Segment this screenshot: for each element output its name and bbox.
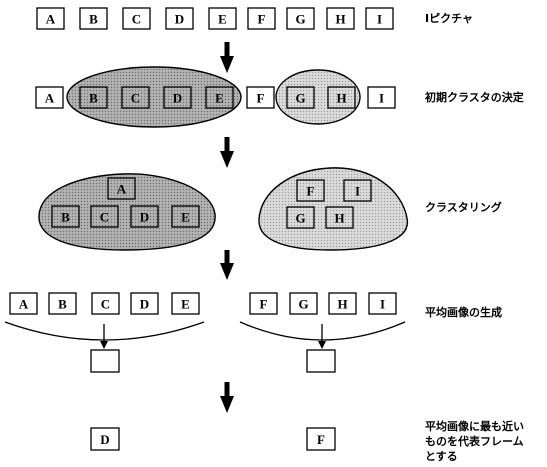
frame-label: A (19, 297, 29, 312)
row-i-pictures: A B C D E F G H I (36, 7, 394, 30)
small-arrow-icon (100, 324, 108, 349)
frame-label: G (295, 12, 305, 27)
frame-box: G (286, 206, 315, 229)
frame-label: A (117, 182, 127, 197)
frame-box: G (289, 292, 318, 315)
frame-box: F (246, 86, 275, 109)
average-image-box (306, 349, 336, 373)
frame-label: F (258, 12, 266, 27)
frame-label: H (335, 12, 345, 27)
frame-label: F (307, 184, 315, 199)
frame-label: D (173, 91, 182, 106)
frame-box: B (51, 205, 80, 228)
frame-box: I (365, 7, 394, 30)
frame-label: C (131, 91, 140, 106)
stage-label-average-image: 平均画像の生成 (425, 306, 502, 319)
frame-box: D (130, 205, 159, 228)
frame-label: F (260, 297, 268, 312)
frame-box: A (36, 7, 65, 30)
down-arrow-icon (220, 250, 234, 280)
frame-label: G (295, 91, 305, 106)
frame-label: I (377, 12, 382, 27)
frame-label: B (89, 91, 98, 106)
down-arrow-icon (220, 42, 234, 73)
frame-label: I (379, 91, 384, 106)
frame-box: H (325, 206, 354, 229)
frame-box: F (249, 292, 278, 315)
row-representative-frames: D F (90, 427, 336, 451)
frame-label: E (181, 210, 190, 225)
frame-box: E (205, 86, 234, 109)
frame-box: C (122, 7, 151, 30)
frame-box: B (79, 86, 108, 109)
frame-label: I (380, 297, 385, 312)
frame-box: I (367, 86, 396, 109)
frame-box: H (326, 7, 355, 30)
frame-box: E (171, 292, 200, 315)
frame-label: F (257, 91, 265, 106)
frame-box: D (165, 7, 194, 30)
frame-box: H (328, 292, 357, 315)
cluster-1-blob (38, 173, 216, 251)
small-arrow-icon (318, 324, 326, 349)
stage-label-clustering: クラスタリング (425, 201, 502, 214)
frame-box: I (343, 179, 372, 202)
stage-label-i-picture: Iピクチャ (425, 12, 473, 25)
frame-box: C (121, 86, 150, 109)
stage-label-initial-cluster: 初期クラスタの決定 (425, 91, 524, 104)
frame-box: G (286, 86, 315, 109)
representative-frame-label: D (100, 432, 109, 447)
frame-label: G (295, 211, 305, 226)
frame-label: B (89, 12, 98, 27)
frame-label: D (175, 12, 184, 27)
frame-box: B (79, 7, 108, 30)
frame-label: C (101, 297, 110, 312)
frame-box: H (327, 86, 356, 109)
frame-label: E (215, 91, 224, 106)
representative-frame-label: F (317, 432, 325, 447)
down-arrow-icon (220, 382, 234, 413)
frame-box: E (208, 7, 237, 30)
frame-label: B (61, 210, 70, 225)
frame-box: G (286, 7, 315, 30)
stage-label-representative: 平均画像に最も近い ものを代表フレーム とする (425, 420, 524, 463)
frame-label: H (336, 91, 346, 106)
frame-box: F (296, 179, 325, 202)
frame-label: B (58, 297, 67, 312)
frame-label: C (100, 210, 109, 225)
frame-box: A (35, 86, 64, 109)
frame-label: A (45, 91, 55, 106)
frame-label: E (218, 12, 227, 27)
frame-label: D (140, 210, 149, 225)
frame-label: I (355, 184, 360, 199)
frame-box: E (171, 205, 200, 228)
frame-box: D (163, 86, 192, 109)
cluster-2-blob (258, 167, 408, 251)
initial-cluster-1 (66, 66, 242, 128)
initial-cluster-2 (275, 69, 361, 125)
frame-box: I (368, 292, 397, 315)
down-arrow-icon (220, 137, 234, 168)
frame-label: A (46, 12, 56, 27)
frame-label: G (298, 297, 308, 312)
frame-label: C (132, 12, 141, 27)
frame-box: C (91, 292, 120, 315)
frame-label: H (337, 297, 347, 312)
row-average-image: A B C D E F G H I (4, 292, 406, 373)
frame-label: D (140, 297, 149, 312)
frame-box: A (9, 292, 38, 315)
frame-box: C (90, 205, 119, 228)
representative-frame-box: F (306, 427, 336, 451)
frame-box: B (48, 292, 77, 315)
frame-label: E (181, 297, 190, 312)
frame-label: H (334, 211, 344, 226)
frame-box: F (247, 7, 276, 30)
row-clustering: A B C D E F I G H (38, 167, 408, 251)
representative-frame-box: D (90, 427, 120, 451)
row-initial-clusters: A B C D E F G H I (35, 66, 396, 128)
frame-box: D (130, 292, 159, 315)
frame-box: A (107, 177, 136, 200)
average-image-box (90, 349, 120, 373)
